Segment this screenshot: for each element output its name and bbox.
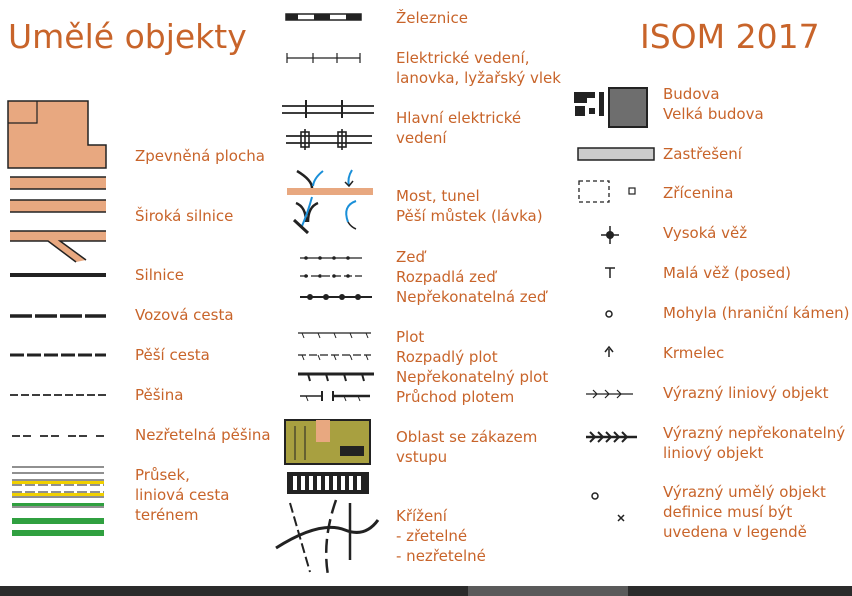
building-symbol — [574, 87, 648, 128]
out-of-bounds-area-symbol — [284, 419, 371, 465]
label-krizeni: Křížení- zřetelné- nezřetelné — [396, 507, 486, 565]
railway-symbol — [285, 13, 362, 21]
label-nezretelna-pesina: Nezřetelná pěšina — [135, 426, 271, 444]
label-zastreseni: Zastřešení — [663, 145, 742, 163]
pipeline-grid-symbol — [287, 472, 369, 494]
label-pesina: Pěšina — [135, 386, 184, 404]
fence-symbol — [298, 332, 374, 402]
label-zpevnena-plocha: Zpevněná plocha — [135, 147, 265, 165]
prominent-line-feature-symbol — [586, 389, 633, 399]
bridge-tunnel-symbol — [287, 169, 373, 235]
label-elektricke-vedeni: Elektrické vedení,lanovka, lyžařský vlek — [396, 49, 561, 87]
special-man-made-feature-symbol — [591, 492, 625, 522]
major-power-line-symbol — [282, 100, 374, 150]
power-line-symbol — [286, 53, 361, 63]
legend-title: Umělé objekty — [8, 17, 247, 56]
crossing-point-symbol — [275, 499, 380, 576]
paved-area-symbol — [7, 100, 107, 169]
label-zeleznice: Železnice — [396, 9, 468, 27]
bottom-bar — [0, 586, 852, 596]
high-tower-symbol — [601, 226, 619, 244]
label-silnice: Silnice — [135, 266, 185, 284]
cairn-symbol — [605, 310, 613, 318]
wide-road-symbol — [10, 176, 106, 263]
label-siroka-silnice: Široká silnice — [135, 207, 234, 225]
standard-name: ISOM 2017 — [640, 17, 820, 56]
small-tower-symbol — [605, 267, 615, 278]
impassable-line-feature-symbol — [586, 431, 637, 443]
label-liniovy-objekt: Výrazný liniový objekt — [663, 384, 829, 402]
label-pesi-cesta: Pěší cesta — [135, 346, 210, 364]
label-vozova-cesta: Vozová cesta — [135, 306, 234, 324]
narrow-ride-symbol — [12, 466, 104, 536]
bottom-bar-highlight — [468, 586, 628, 596]
label-krmelec: Krmelec — [663, 344, 725, 362]
label-vysoka-vez: Vysoká věž — [663, 224, 748, 242]
canopy-symbol — [577, 147, 655, 161]
label-mala-vez: Malá věž (posed) — [663, 264, 791, 282]
label-zricenina: Zřícenina — [663, 184, 734, 202]
feeding-place-symbol — [604, 345, 614, 357]
wall-symbol — [300, 256, 372, 300]
ruin-symbol — [578, 180, 636, 203]
label-mohyla: Mohyla (hraniční kámen) — [663, 304, 850, 322]
